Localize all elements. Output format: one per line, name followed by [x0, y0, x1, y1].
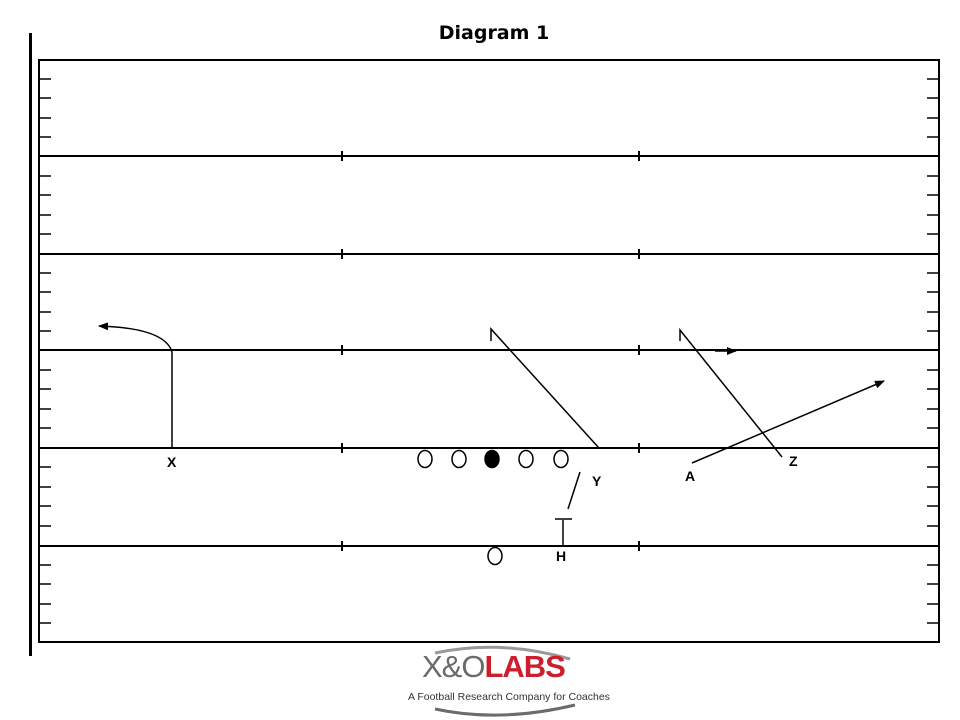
a-route: [691, 380, 885, 464]
left-margin-bar: [29, 33, 32, 656]
xo-labs-logo: X&OLABS A Football Research Company for …: [405, 645, 610, 717]
left-tackle: [417, 449, 433, 469]
player-y-label: Y: [592, 473, 602, 489]
y-block: [567, 471, 581, 510]
logo-swoosh: [434, 645, 576, 717]
sideline-ticks: [39, 78, 939, 624]
logo-labs-text: LABS: [484, 649, 565, 684]
right-tackle: [553, 449, 569, 469]
yard-lines: [39, 155, 939, 547]
hash-marks: [341, 151, 640, 551]
y-release-route: [490, 327, 600, 449]
right-guard: [518, 449, 534, 469]
x-route: [98, 322, 173, 448]
left-guard: [451, 449, 467, 469]
center: [484, 449, 500, 469]
player-a-label: A: [685, 468, 695, 484]
player-h-label: H: [556, 548, 566, 564]
z-route: [679, 327, 783, 458]
player-x-label: X: [167, 454, 177, 470]
quarterback: [487, 546, 503, 566]
logo-wordmark: X&OLABS: [422, 649, 566, 685]
logo-xo-text: X&O: [422, 649, 485, 684]
logo-tagline: A Football Research Company for Coaches: [408, 691, 610, 703]
player-z-label: Z: [789, 453, 798, 469]
diagram-title: Diagram 1: [438, 22, 550, 44]
